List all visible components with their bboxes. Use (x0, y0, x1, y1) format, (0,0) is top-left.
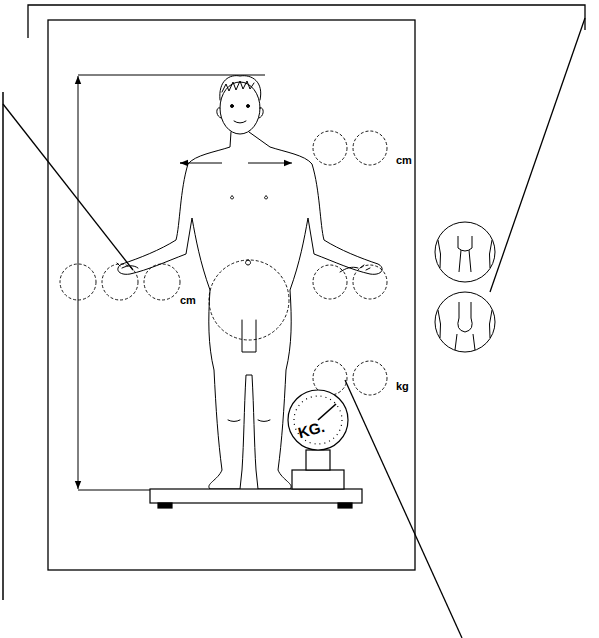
side-bar (2, 92, 4, 600)
entry-circle (102, 264, 138, 300)
inner-frame (48, 20, 415, 570)
mouth (234, 121, 246, 123)
entry-circle (144, 264, 180, 300)
dial-needle (318, 404, 336, 420)
dial-label: KG. (297, 421, 326, 439)
dimension-arrow (248, 163, 292, 164)
height-dimension (78, 75, 292, 490)
eye (247, 105, 250, 108)
entry-circles (60, 131, 387, 395)
frames (3, 5, 585, 638)
entry-circle (353, 131, 387, 165)
leader-line (345, 380, 462, 638)
entry-circle (313, 265, 347, 299)
dial-ticks (294, 396, 342, 444)
dimension-arrow (180, 163, 185, 164)
inset-circle (435, 292, 495, 352)
entry-circle (209, 260, 289, 340)
body-details (231, 196, 268, 265)
scale-dial (288, 390, 348, 450)
body-details (228, 320, 270, 422)
inset-circles (435, 222, 495, 352)
body-outline (118, 132, 382, 489)
dimension-arrow (180, 163, 222, 164)
boy-figure (117, 76, 382, 489)
hair (220, 76, 261, 100)
inset-drawing (438, 302, 492, 350)
entry-circle (353, 361, 387, 395)
entry-circle (313, 131, 347, 165)
ears (217, 108, 264, 118)
scale-foot (338, 503, 352, 508)
scale-base (292, 470, 344, 489)
leader-line (490, 18, 585, 292)
eye (231, 105, 234, 108)
outer-frame (28, 5, 585, 38)
unit-label: cm (180, 294, 196, 306)
scale-foot (158, 503, 172, 508)
inset-circle (435, 222, 495, 282)
inset-drawing (438, 236, 492, 272)
dimension-line (78, 76, 79, 489)
scale-stem (306, 450, 330, 470)
unit-label: cm (396, 154, 412, 166)
entry-circle (353, 265, 387, 299)
leader-line (3, 104, 133, 270)
unit-label: kg (396, 380, 409, 392)
scale (150, 390, 362, 508)
head (220, 82, 260, 134)
entry-circle (60, 264, 96, 300)
scale-platform (150, 489, 362, 503)
fingers (117, 263, 370, 272)
